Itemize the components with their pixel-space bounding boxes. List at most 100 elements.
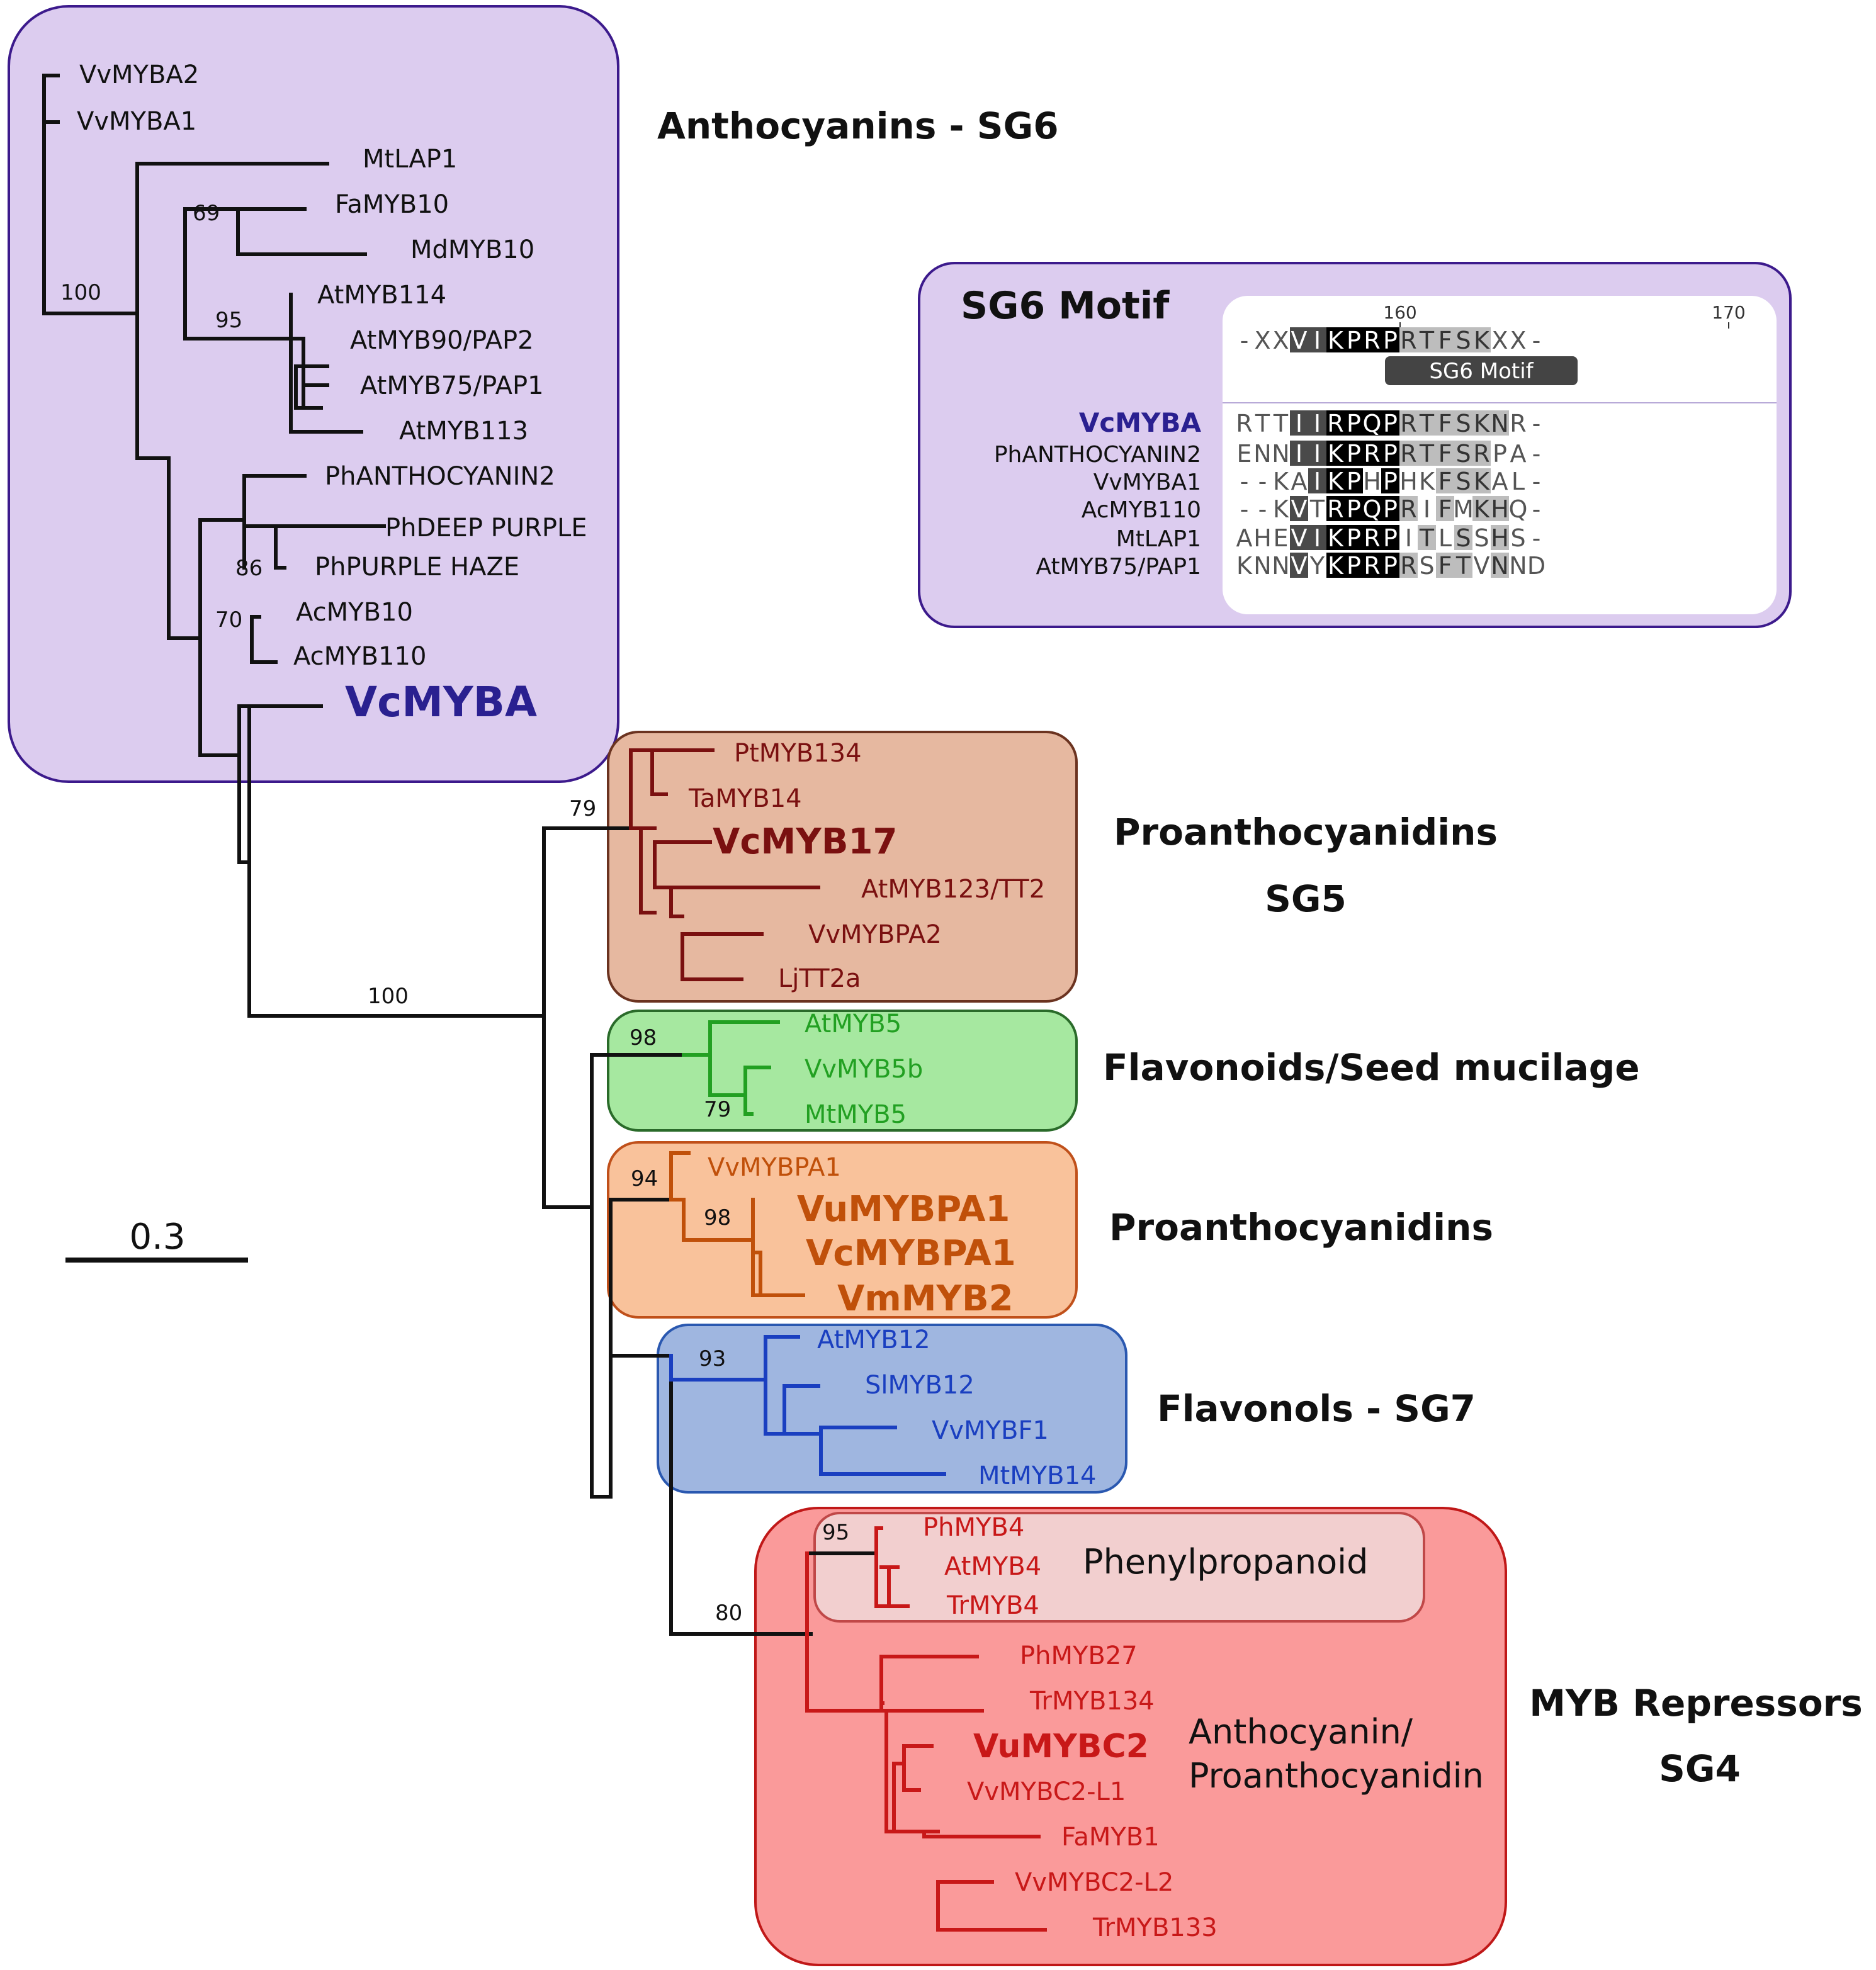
motif-consensus-residue: P [1347,327,1361,354]
motif-row-cell-bg [1290,496,1308,521]
motif-row-residue: Q [1363,410,1382,437]
motif-consensus-cell-bg [1472,327,1491,352]
motif-consensus-residue: R [1364,327,1380,354]
motif-row-residue: E [1273,524,1288,552]
motif-row-residue: - [1258,468,1267,495]
motif-row-cell-bg [1454,468,1472,493]
motif-row-residue: - [1240,468,1249,495]
motif-consensus-residue: S [1455,327,1471,354]
motif-row-residue: E [1236,440,1252,468]
motif-row-residue: D [1527,552,1545,580]
motif-row-cell-bg [1436,441,1454,466]
motif-row-residue: T [1309,495,1325,523]
group-titles: Anthocyanins - SG6 Proanthocyanidins SG5… [657,104,1863,1790]
leaf-atmyb4: AtMYB4 [944,1552,1041,1581]
motif-row-cell-bg [1472,468,1491,493]
motif-row-cell-bg [1399,496,1418,521]
motif-row-residue: V [1291,552,1308,580]
motif-row-cell-bg [1363,410,1381,436]
motif-consensus-residue: R [1400,327,1416,354]
motif-row-label: VcMYBA [1079,407,1202,438]
motif-row-residue: F [1438,410,1452,437]
sg6-labels: VvMYBA2 VvMYBA1 MtLAP1 FaMYB10 MdMYB10 A… [77,60,587,726]
motif-row-residue: T [1455,552,1471,580]
title-repressors-line1: MYB Repressors [1529,1682,1863,1725]
motif-badge [1385,356,1578,385]
motif-row-residue: P [1383,552,1398,580]
motif-row-residue: Q [1509,495,1528,523]
leaf-trmyb134: TrMYB134 [1029,1687,1155,1716]
motif-row-residue: I [1296,410,1302,437]
motif-row-residue: T [1419,524,1435,552]
motif-row-residue: P [1493,440,1507,468]
motif-row-cell-bg [1326,496,1345,521]
motif-row-residue: N [1509,552,1527,580]
bootstrap-values: 69 100 95 86 70 79 100 98 79 94 98 93 80… [60,201,849,1626]
motif-consensus-cell-bg [1399,327,1418,352]
motif-row-residue: I [1314,410,1321,437]
motif-consensus-residue: - [1240,327,1249,354]
leaf-vvmybc2l1: VvMYBC2-L1 [967,1777,1126,1806]
motif-row-cell-bg [1363,525,1381,550]
motif-consensus-residue: V [1291,327,1308,354]
motif-row-residue: V [1474,552,1490,580]
leaf-vumybpa1: VuMYBPA1 [797,1189,1010,1230]
motif-row-cell-bg [1436,553,1454,578]
motif-row-residue: P [1383,495,1398,523]
motif-row-residue: K [1474,495,1490,523]
title-anthocyanins: Anthocyanins - SG6 [657,104,1059,147]
motif-row-residue: A [1291,468,1308,495]
motif-consensus-residue: X [1254,327,1270,354]
bootstrap-94: 94 [631,1166,658,1191]
label-anthocyanin-line2: Proanthocyanidin [1189,1756,1484,1796]
motif-row-cell-bg [1326,553,1345,578]
motif-row-cell-bg [1326,410,1345,436]
motif-row-residue: H [1491,524,1509,552]
motif-row-residue: F [1438,552,1452,580]
flavonol-labels: AtMYB12 SlMYB12 VvMYBF1 MtMYB14 [817,1326,1096,1490]
motif-consensus-residue: F [1438,327,1452,354]
leaf-atmyb114: AtMYB114 [317,281,446,310]
leaf-vvmybpa1: VvMYBPA1 [708,1153,841,1182]
leaf-vmmyb2: VmMYB2 [837,1278,1014,1319]
motif-row-cell-bg [1418,410,1436,436]
motif-row-residue: I [1423,495,1430,523]
motif-row-cell-bg [1491,525,1509,550]
motif-row-residue: I [1296,440,1302,468]
motif-row-residue: F [1438,468,1452,495]
motif-row-cell-bg [1308,525,1326,550]
title-flavonoids: Flavonoids/Seed mucilage [1103,1046,1640,1089]
motif-row-residue: S [1510,524,1525,552]
motif-consensus-cell-bg [1418,327,1436,352]
motif-row-label: PhANTHOCYANIN2 [994,442,1201,468]
bootstrap-100-sg6: 100 [60,280,101,305]
leaf-vvmybpa2: VvMYBPA2 [808,920,942,949]
leaf-atmyb90: AtMYB90/PAP2 [350,326,534,355]
motif-row-residue: N [1491,552,1508,580]
title-flavonols: Flavonols - SG7 [1157,1387,1476,1430]
motif-row-residue: K [1273,495,1289,523]
motif-row-residue: K [1474,468,1490,495]
motif-tick-170: 170 [1712,302,1745,323]
bootstrap-93: 93 [699,1346,726,1371]
motif-row-cell-bg [1363,553,1381,578]
motif-consensus-cell-bg [1345,327,1363,352]
motif-row-cell-bg [1290,441,1308,466]
bootstrap-70: 70 [215,607,242,633]
bootstrap-95-sg6: 95 [215,308,242,333]
bootstrap-80: 80 [715,1601,742,1626]
motif-row-residue: A [1492,468,1508,495]
motif-row-residue: P [1383,440,1398,468]
motif-consensus-residue: K [1474,327,1490,354]
leaf-phdeeppurple: PhDEEP PURPLE [385,514,587,543]
box-flavonols [657,1324,1127,1494]
motif-row-residue: R [1364,552,1380,580]
leaf-tamyb14: TaMYB14 [688,784,802,813]
motif-row-residue: P [1347,468,1361,495]
leaf-slmyb12: SlMYB12 [865,1371,975,1400]
motif-row-cell-bg [1290,525,1308,550]
motif-consensus-residue: T [1419,327,1435,354]
motif-row-cell-bg [1491,496,1509,521]
motif-row-residue: N [1491,410,1508,437]
scale-bar-label: 0.3 [129,1217,185,1258]
